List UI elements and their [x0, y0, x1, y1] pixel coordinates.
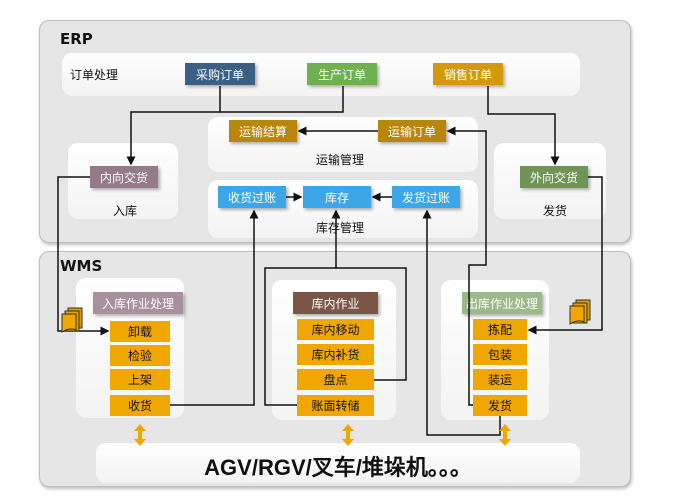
outbound-delivery-to-pick [527, 176, 603, 335]
internal-agv-arrow [342, 424, 354, 446]
internal-ops-header: 库内作业 [293, 292, 378, 314]
step-inspect[interactable]: 检验 [110, 345, 170, 366]
inbound-agv-arrow [134, 424, 146, 446]
inbound-ops-header: 入库作业处理 [93, 292, 183, 314]
inbound-label: 入库 [112, 204, 137, 218]
outbound-document-icon [569, 299, 591, 325]
step-unload[interactable]: 卸载 [110, 321, 170, 342]
outbound-delivery-box[interactable]: 外向交货 [520, 166, 588, 188]
step-pack[interactable]: 包装 [473, 344, 527, 365]
transport-settlement-box[interactable]: 运输结算 [229, 120, 297, 142]
order-processing-label: 订单处理 [70, 68, 119, 82]
inbound-delivery-box[interactable]: 内向交货 [90, 166, 158, 188]
purchase-order-box[interactable]: 采购订单 [185, 63, 255, 85]
step-load[interactable]: 装运 [473, 369, 527, 390]
transport-order-box[interactable]: 运输订单 [378, 120, 446, 142]
step-stocktake[interactable]: 盘点 [297, 369, 374, 390]
wms-title: WMS [60, 257, 103, 275]
inbound-delivery-to-unload [57, 176, 110, 336]
erp-title: ERP [60, 30, 93, 48]
outbound-agv-arrow [499, 424, 511, 446]
stock-box[interactable]: 库存 [303, 186, 371, 208]
equipment-label: AGV/RGV/叉车/堆垛机。。。 [204, 455, 472, 480]
equipment-area [96, 443, 580, 483]
inventory-management-label: 库存管理 [315, 221, 364, 235]
step-internal-move[interactable]: 库内移动 [297, 319, 374, 340]
issue-posting-box[interactable]: 发货过账 [392, 186, 460, 208]
ship-to-transport-order [446, 126, 487, 406]
step-pick[interactable]: 拣配 [473, 319, 527, 340]
sales-to-outbound-line [487, 86, 560, 166]
step-receive[interactable]: 收货 [110, 395, 170, 416]
inbound-document-icon [61, 307, 83, 333]
production-order-box[interactable]: 生产订单 [307, 63, 377, 85]
receipt-posting-box[interactable]: 收货过账 [218, 186, 286, 208]
step-ship[interactable]: 发货 [473, 395, 527, 416]
sales-order-box[interactable]: 销售订单 [433, 63, 503, 85]
step-book-transfer[interactable]: 账面转储 [297, 395, 374, 416]
receive-to-receipt-posting [170, 209, 259, 406]
bidirectional-arrows [134, 424, 511, 446]
transport-management-label: 运输管理 [315, 153, 364, 167]
outbound-ops-header: 出库作业处理 [462, 292, 542, 314]
internal-to-stock [264, 267, 407, 406]
production-to-inbound-line [220, 86, 344, 113]
step-putaway[interactable]: 上架 [110, 369, 170, 390]
step-replenish[interactable]: 库内补货 [297, 344, 374, 365]
ship-to-issue-posting [422, 209, 501, 436]
purchase-to-inbound-line [126, 86, 221, 166]
outbound-label: 发货 [542, 204, 567, 218]
